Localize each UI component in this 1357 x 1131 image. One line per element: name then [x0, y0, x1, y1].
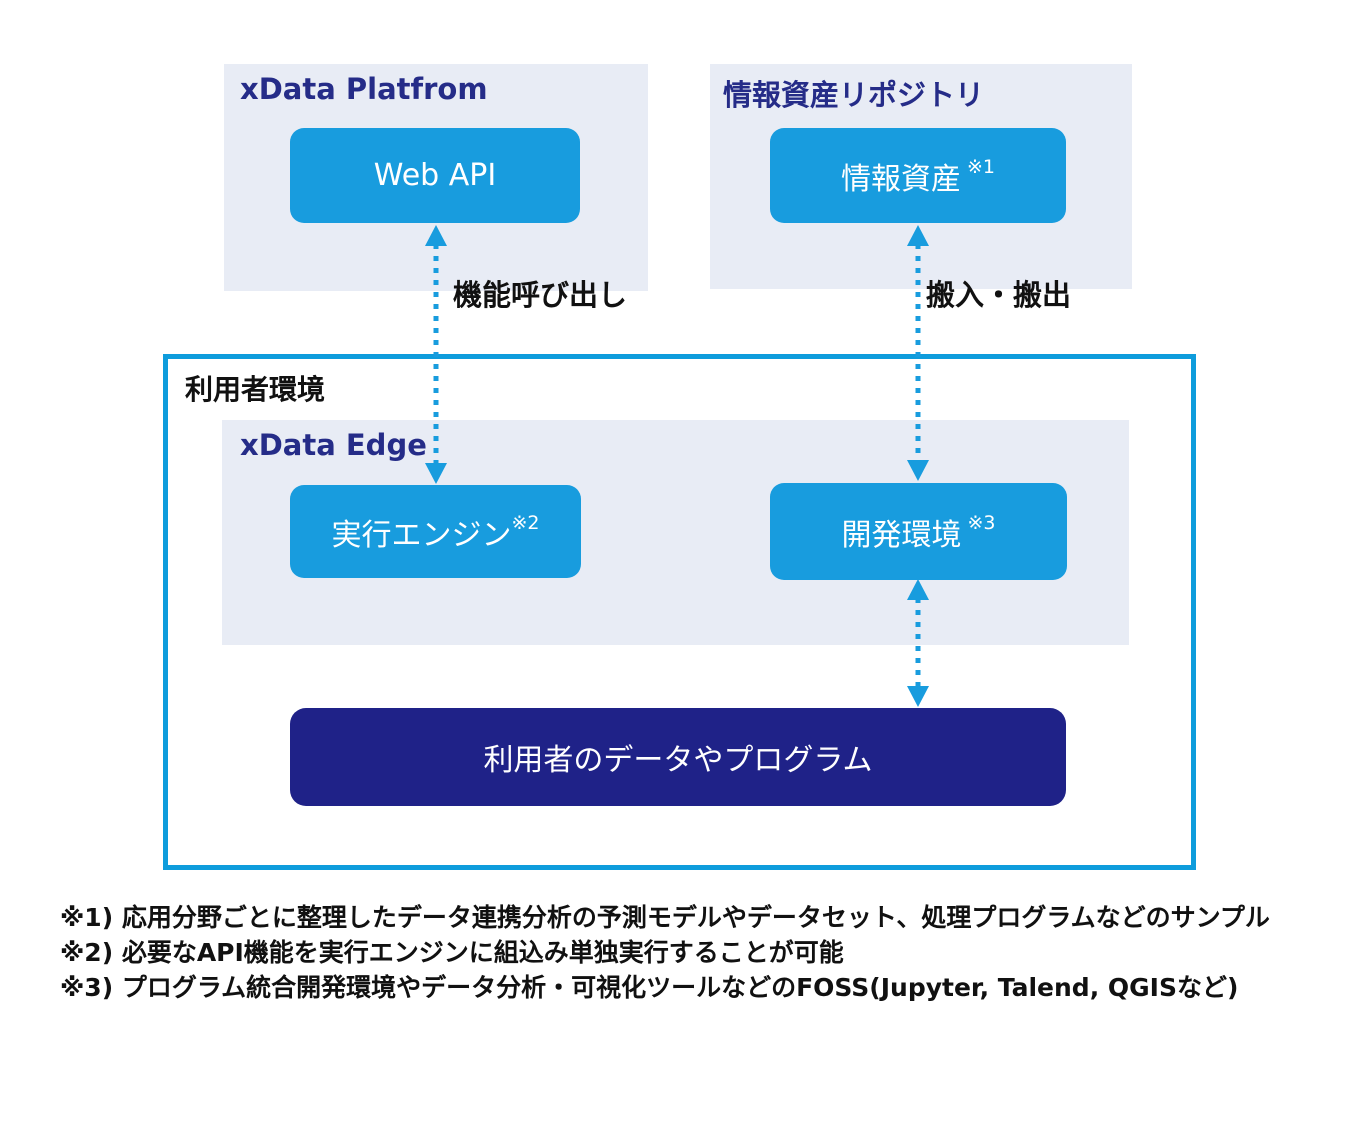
dev-environment-note: ※3: [961, 511, 996, 534]
footnote-1: ※1) 応用分野ごとに整理したデータ連携分析の予測モデルやデータセット、処理プロ…: [60, 903, 1270, 932]
footnote-2: ※2) 必要なAPI機能を実行エンジンに組込み単独実行することが可能: [60, 938, 844, 967]
web-api-node: Web API: [290, 128, 580, 223]
user-environment-title: 利用者環境: [185, 373, 326, 406]
exec-engine-note: ※2: [511, 511, 540, 534]
information-asset-label: 情報資産: [840, 161, 961, 197]
xdata-platform-title: xData Platfrom: [240, 72, 488, 106]
exec-engine-label: 実行エンジン: [331, 517, 512, 553]
function-call-label: 機能呼び出し: [453, 278, 628, 312]
information-asset-note: ※1: [960, 155, 996, 178]
web-api-label: Web API: [373, 158, 497, 193]
asset-repository-title: 情報資産リポジトリ: [723, 78, 985, 112]
footnote-3: ※3) プログラム統合開発環境やデータ分析・可視化ツールなどのFOSS(Jupy…: [60, 973, 1239, 1002]
exec-engine-node: 実行エンジン※2: [290, 485, 581, 578]
carry-in-out-label: 搬入・搬出: [926, 278, 1072, 312]
xdata-edge-title: xData Edge: [240, 428, 427, 462]
information-asset-node: 情報資産 ※1: [770, 128, 1066, 223]
dev-environment-node: 開発環境 ※3: [770, 483, 1067, 580]
dev-environment-label: 開発環境: [841, 517, 962, 553]
user-data-program-label: 利用者のデータやプログラム: [483, 743, 873, 778]
footnotes: ※1) 応用分野ごとに整理したデータ連携分析の予測モデルやデータセット、処理プロ…: [60, 900, 1270, 1005]
user-data-program-node: 利用者のデータやプログラム: [290, 708, 1066, 806]
